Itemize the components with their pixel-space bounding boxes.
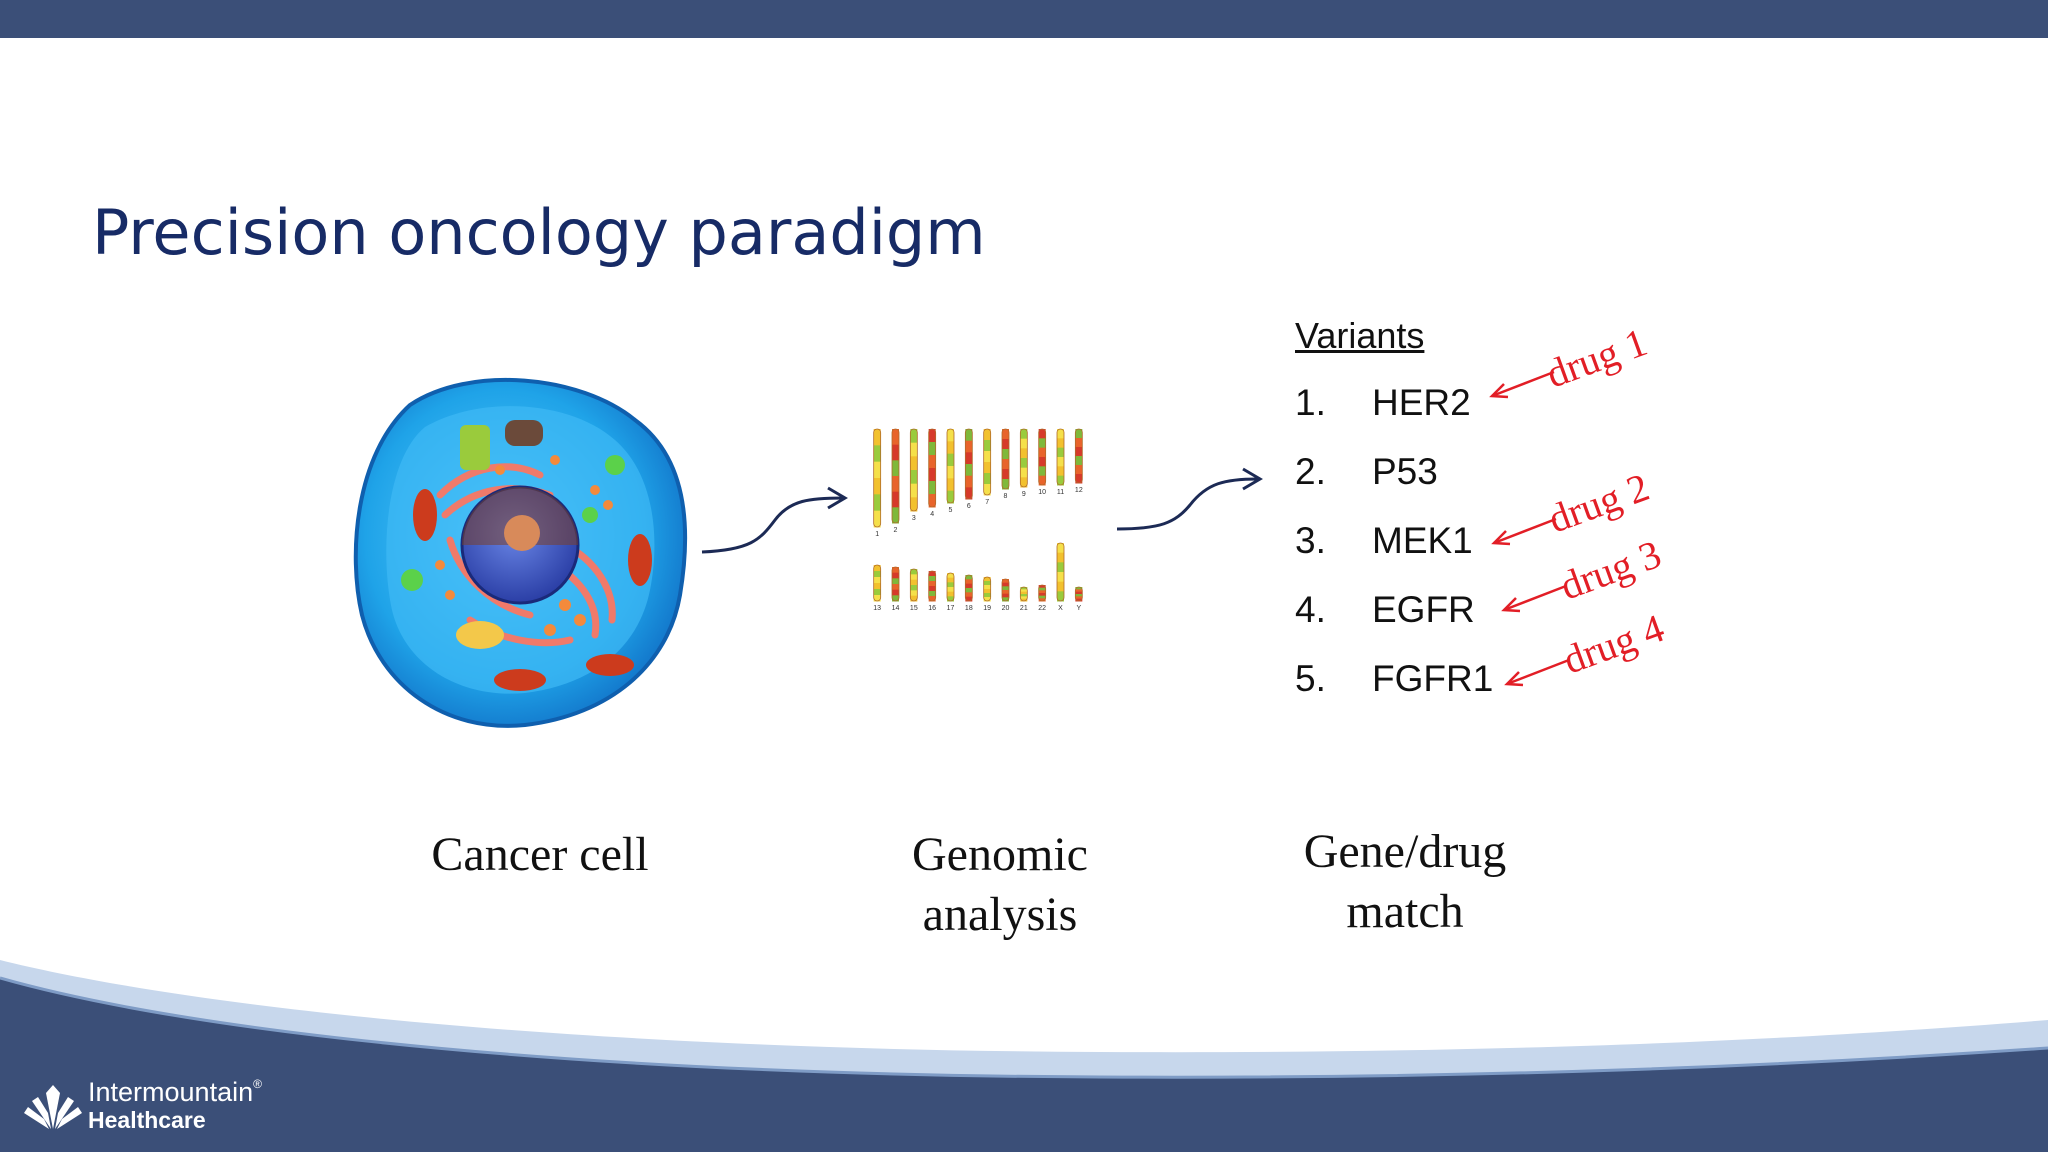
registered-mark: ® xyxy=(253,1077,262,1091)
caption-line: Genomic xyxy=(912,828,1088,881)
chromosome-label: 22 xyxy=(1038,605,1046,610)
drug-3-arrow-icon xyxy=(1501,584,1567,613)
chromosome: 11 xyxy=(1056,428,1065,496)
chromosome-label: 3 xyxy=(912,515,916,522)
chromosome: 6 xyxy=(964,428,973,510)
cancer-cell-illustration xyxy=(350,365,695,735)
chromosome: Y xyxy=(1074,586,1083,612)
drug-3-label: drug 3 xyxy=(1554,531,1667,609)
chromosome: 14 xyxy=(891,566,900,612)
chromosome-label: 18 xyxy=(965,605,973,610)
chromosome-label: 15 xyxy=(910,605,918,610)
chromosome: 19 xyxy=(983,576,991,612)
drug-4-arrow-icon xyxy=(1504,658,1570,687)
footer-wave xyxy=(0,960,2048,1152)
variant-name: MEK1 xyxy=(1372,520,1473,561)
chromosome-label: 14 xyxy=(892,605,900,610)
chromosome: 12 xyxy=(1074,428,1083,494)
chromosome: X xyxy=(1056,542,1065,612)
chromosome: 21 xyxy=(1019,586,1028,612)
chromosome: 1 xyxy=(873,428,882,538)
drug-2-arrow-icon xyxy=(1491,517,1557,546)
chromosome: 13 xyxy=(873,564,881,612)
chromosome: 8 xyxy=(1001,428,1010,500)
chromosome: 20 xyxy=(1001,578,1010,612)
chromosome-label: 8 xyxy=(1004,493,1008,500)
chromosome: 18 xyxy=(964,574,973,612)
logo-name: Intermountain® xyxy=(88,1077,262,1108)
arrow-genomic-to-variants xyxy=(1116,467,1263,531)
chromosome-label: 13 xyxy=(873,605,881,610)
caption-line: Cancer cell xyxy=(431,828,649,881)
variant-name: FGFR1 xyxy=(1372,658,1494,699)
variant-name: P53 xyxy=(1372,451,1438,492)
variant-number: 5. xyxy=(1295,658,1326,699)
logo-subtitle: Healthcare xyxy=(88,1107,206,1133)
chromosome: 7 xyxy=(983,428,992,506)
variants-heading: Variants xyxy=(1295,315,1425,356)
chromosome-label: 16 xyxy=(928,605,936,610)
drug-4-label: drug 4 xyxy=(1557,605,1670,683)
chromosome-label: 12 xyxy=(1075,487,1083,494)
chromosome-label: 10 xyxy=(1038,489,1046,496)
drug-2-label: drug 2 xyxy=(1542,464,1655,542)
caption-line: analysis xyxy=(922,888,1078,941)
drug-1-label: drug 1 xyxy=(1540,319,1653,397)
chromosome-label: 2 xyxy=(894,527,898,534)
chromosome: 2 xyxy=(891,428,900,534)
chromosome: 15 xyxy=(909,568,918,612)
chromosome: 16 xyxy=(928,570,936,612)
logo-mark-icon xyxy=(24,1085,82,1129)
chromosome: 4 xyxy=(928,428,937,518)
variant-number: 3. xyxy=(1295,520,1326,561)
caption-line: match xyxy=(1346,885,1464,938)
top-bar xyxy=(0,0,2048,38)
chromosome-label: 20 xyxy=(1002,605,1010,610)
variant-number: 1. xyxy=(1295,382,1326,423)
chromosome-label: X xyxy=(1058,605,1063,610)
variant-number: 2. xyxy=(1295,451,1326,492)
chromosome-label: 11 xyxy=(1057,489,1064,496)
chromosome: 3 xyxy=(909,428,918,522)
chromosome-label: 7 xyxy=(985,499,989,506)
chromosome-label: Y xyxy=(1076,605,1081,610)
chromosome: 5 xyxy=(946,428,955,514)
caption-line: Gene/drug xyxy=(1303,825,1507,878)
chromosome: 22 xyxy=(1038,584,1046,612)
caption-genomic-analysis: Genomic analysis xyxy=(850,825,1150,945)
chromosome-label: 1 xyxy=(875,531,879,538)
chromosome: 10 xyxy=(1038,428,1046,496)
slide-title: Precision oncology paradigm xyxy=(92,196,986,269)
chromosome-label: 19 xyxy=(983,605,991,610)
arrow-cell-to-genomic xyxy=(701,486,848,554)
drug-1-arrow-icon xyxy=(1489,370,1555,399)
chromosome-label: 6 xyxy=(967,503,971,510)
variant-number: 4. xyxy=(1295,589,1326,630)
variant-name: HER2 xyxy=(1372,382,1471,423)
chromosome-label: 17 xyxy=(947,605,955,610)
caption-cancer-cell: Cancer cell xyxy=(390,825,690,885)
intermountain-logo: Intermountain® Healthcare xyxy=(24,1075,294,1139)
chromosome-label: 5 xyxy=(949,507,953,514)
chromosome: 9 xyxy=(1019,428,1028,498)
chromosome-label: 4 xyxy=(930,511,934,518)
logo-name-text: Intermountain xyxy=(88,1077,254,1107)
chromosome-label: 9 xyxy=(1022,491,1026,498)
variant-name: EGFR xyxy=(1372,589,1475,630)
caption-gene-drug-match: Gene/drug match xyxy=(1255,822,1555,942)
chromosome: 17 xyxy=(946,572,955,612)
chromosome-label: 21 xyxy=(1020,605,1028,610)
